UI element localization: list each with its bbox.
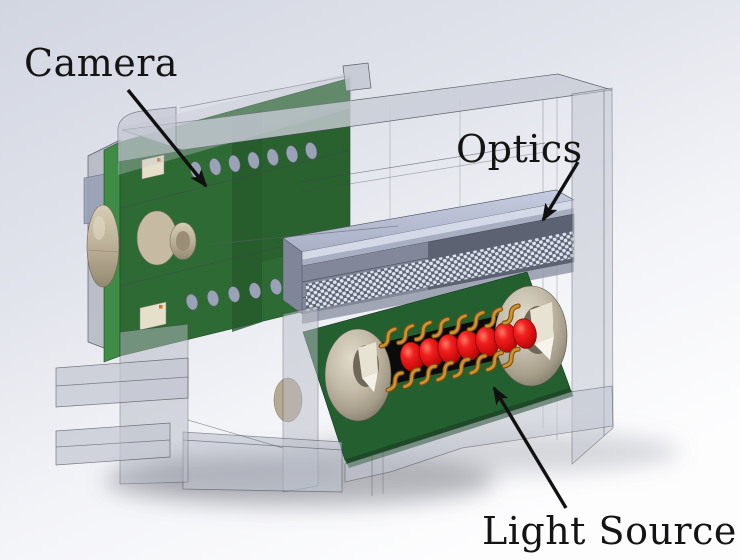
- smd-component: [139, 301, 167, 331]
- gold-lead: [403, 368, 421, 389]
- camera-arrow: [126, 88, 208, 188]
- socket-screw-left: [324, 328, 392, 422]
- label-camera: Camera: [24, 41, 178, 85]
- led: [512, 318, 537, 349]
- annotations: Camera Optics Light Source: [24, 41, 737, 553]
- gold-lead: [452, 357, 470, 378]
- pin-bottom: [270, 278, 282, 295]
- pin-top: [247, 151, 260, 170]
- mounting-prong-lower: [55, 422, 171, 466]
- gold-lead: [486, 351, 504, 372]
- optics-assembly: [212, 189, 575, 324]
- pin-bottom: [249, 282, 261, 299]
- pin-bottom: [228, 286, 240, 303]
- camera-lens-outer: [86, 204, 120, 288]
- gold-lead: [467, 311, 485, 331]
- pin-top: [228, 154, 241, 173]
- gold-lead: [386, 371, 404, 392]
- lens-array-face: [306, 231, 574, 311]
- mounting-prong-upper: [55, 357, 189, 408]
- pin-top: [286, 145, 298, 163]
- gold-lead: [414, 320, 432, 341]
- gold-lead: [432, 317, 450, 338]
- gold-lead: [397, 324, 415, 345]
- gold-lead: [485, 307, 503, 328]
- gold-lead: [449, 314, 467, 335]
- pin-bottom: [186, 293, 198, 311]
- enclosure-right-wall: [571, 87, 614, 465]
- gold-lead: [502, 347, 520, 368]
- enclosure-front: [55, 87, 614, 496]
- gold-lead: [379, 327, 397, 348]
- pin-bottom: [207, 290, 219, 307]
- gold-lead: [419, 364, 437, 385]
- gold-lead: [436, 361, 454, 382]
- led-array: [400, 318, 537, 373]
- label-optics: Optics: [456, 127, 583, 171]
- label-light-source: Light Source: [482, 509, 737, 553]
- enclosure-bottom-arm: [344, 385, 614, 483]
- pin-top: [209, 158, 222, 176]
- lead-row-top: [378, 303, 521, 349]
- gold-lead: [469, 354, 487, 375]
- optics-arrow: [541, 161, 580, 222]
- gold-lead: [502, 304, 520, 325]
- pin-top: [266, 148, 279, 166]
- light-source-arrow: [492, 386, 568, 509]
- pin-top: [305, 142, 318, 160]
- lead-row-bottom: [385, 346, 521, 393]
